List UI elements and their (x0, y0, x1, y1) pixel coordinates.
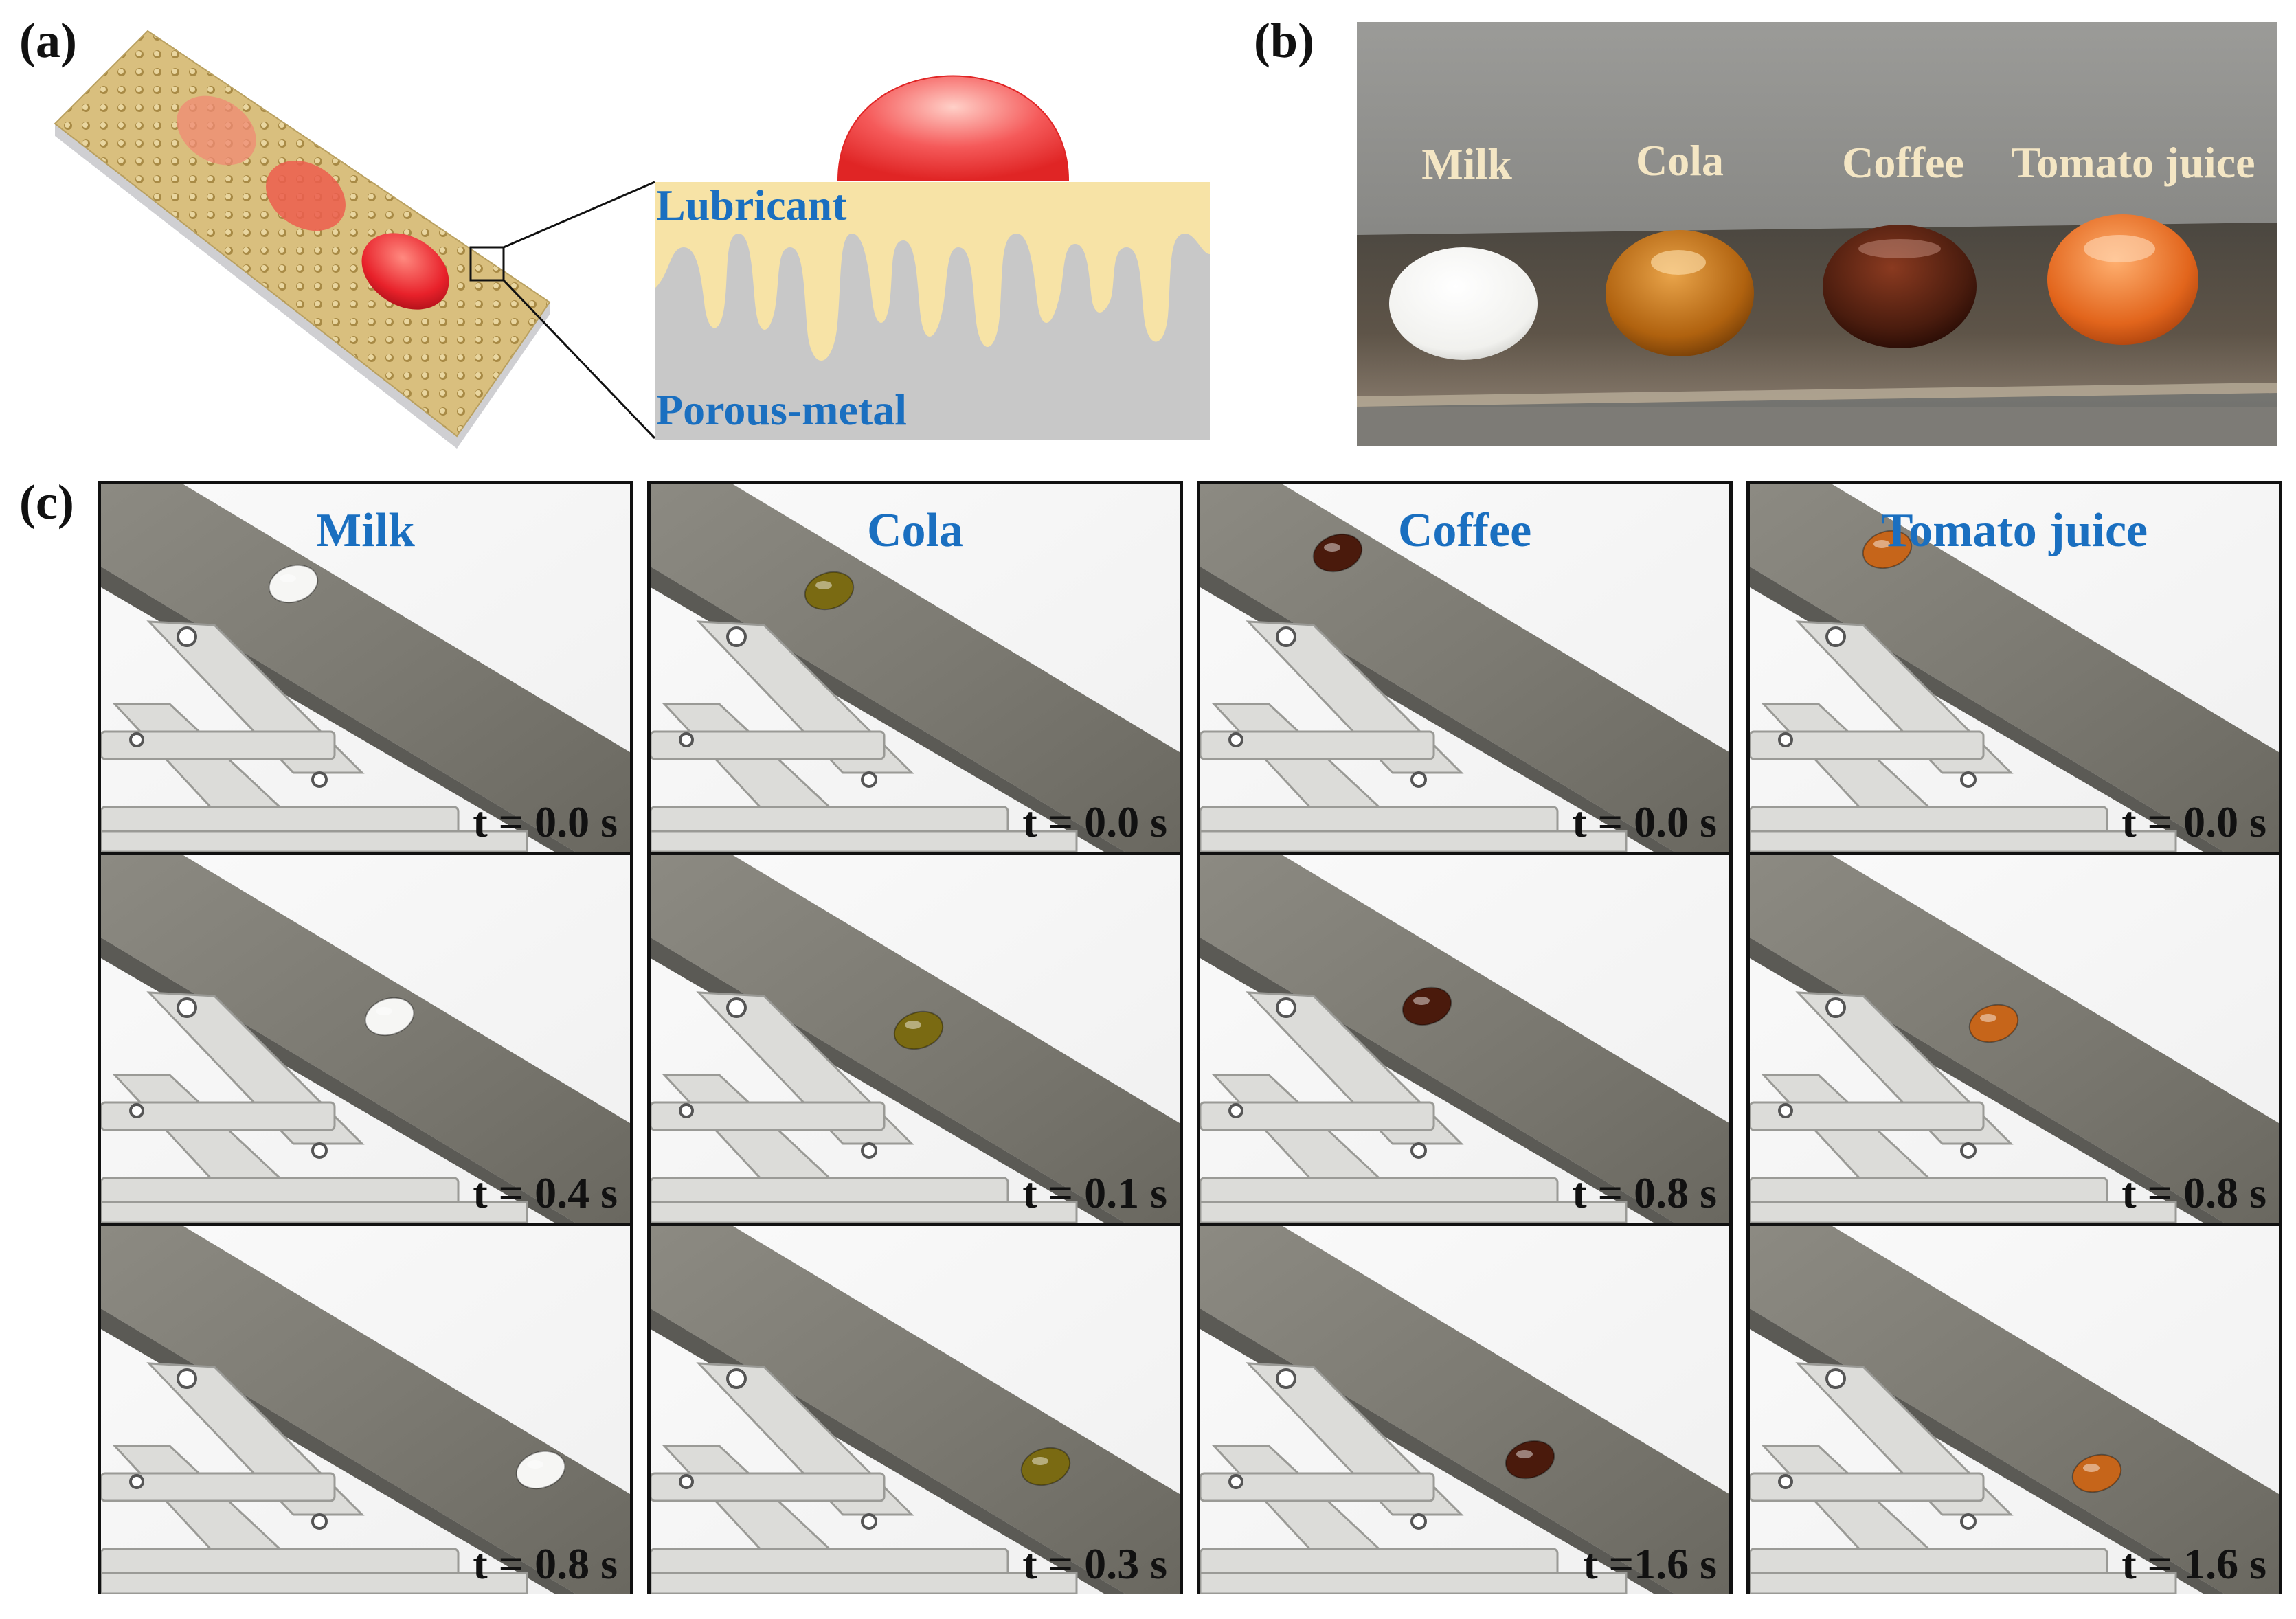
label-tomato-juice: Tomato juice (2011, 138, 2255, 187)
image-column-milk: Milk (98, 481, 633, 1594)
sliding-frame: t = 0.1 s (651, 855, 1180, 1223)
image-column-coffee: Coffee (1197, 481, 1733, 1594)
panel-label-a: (a) (19, 13, 77, 68)
zoom-line-bottom (502, 279, 656, 440)
time-label: t = 0.8 s (2121, 1168, 2266, 1217)
time-label: t = 0.0 s (1572, 797, 1717, 846)
time-label: t = 0.8 s (473, 1539, 618, 1588)
frame-divider (1200, 1223, 1729, 1226)
sliding-frame: t = 0.4 s (101, 855, 630, 1223)
droplet-coffee (1823, 225, 1977, 348)
time-label: t = 0.3 s (1022, 1539, 1167, 1588)
sliding-frame: t = 0.0 s (1750, 484, 2279, 852)
sliding-frame: t = 0.8 s (101, 1226, 630, 1594)
lubricant-label: Lubricant (656, 181, 847, 229)
column-title: Cola (867, 504, 963, 557)
sliding-frame: t = 0.0 s (651, 484, 1180, 852)
frame-divider (651, 852, 1180, 855)
time-label: t = 0.8 s (1572, 1168, 1717, 1217)
sliding-frame: t = 0.0 s (101, 484, 630, 852)
cross-section (655, 182, 1210, 440)
panel-label-c: (c) (19, 475, 74, 530)
zoom-line-top (503, 181, 655, 249)
panel-a-schematic: Lubricant Porous-metal (41, 27, 1223, 457)
time-label: t =1.6 s (1583, 1539, 1717, 1588)
column-title: Milk (316, 504, 415, 557)
label-milk: Milk (1421, 139, 1512, 188)
time-label: t = 0.0 s (473, 797, 618, 846)
time-label: t = 0.4 s (473, 1168, 618, 1217)
image-column-cola: Cola (647, 481, 1183, 1594)
label-coffee: Coffee (1842, 138, 1964, 187)
droplet-tomato (2047, 214, 2198, 345)
droplet-mid (266, 160, 346, 231)
frame-divider (1200, 852, 1729, 855)
droplet-cola (1606, 230, 1754, 356)
droplet-front (361, 233, 449, 310)
frame-divider (1750, 852, 2279, 855)
label-cola: Cola (1636, 136, 1724, 185)
droplet-milk (1389, 247, 1538, 360)
column-title: Tomato juice (1880, 504, 2148, 557)
panel-a-illustration (54, 30, 1210, 449)
sliding-frame: t =1.6 s (1200, 1226, 1729, 1594)
column-title: Coffee (1397, 504, 1532, 557)
sliding-frame: t = 1.6 s (1750, 1226, 2279, 1594)
time-label: t = 1.6 s (2121, 1539, 2266, 1588)
droplet-on-lubricant (837, 75, 1070, 181)
panel-b-scene (1357, 22, 2277, 446)
sliding-frame: t = 0.8 s (1200, 855, 1729, 1223)
sliding-frame: t = 0.0 s (1200, 484, 1729, 852)
time-label: t = 0.0 s (2121, 797, 2266, 846)
sliding-frame: t = 0.3 s (651, 1226, 1180, 1594)
panel-c-grid: Milk (98, 481, 2286, 1594)
zoom-box (469, 246, 505, 282)
glass-slide (1357, 223, 2277, 407)
panel-label-b: (b) (1254, 13, 1314, 68)
frame-divider (101, 1223, 630, 1226)
image-column-tomato-juice: Tomato juice (1746, 481, 2282, 1594)
sliding-frame: t = 0.8 s (1750, 855, 2279, 1223)
time-label: t = 0.1 s (1022, 1168, 1167, 1217)
time-label: t = 0.0 s (1022, 797, 1167, 846)
droplet-faded (177, 95, 256, 166)
porous-plate (54, 30, 551, 438)
panel-b-photo: Milk Cola Coffee Tomato juice (1357, 22, 2277, 446)
frame-divider (1750, 1223, 2279, 1226)
frame-divider (101, 852, 630, 855)
porous-metal-label: Porous-metal (656, 385, 907, 434)
frame-divider (651, 1223, 1180, 1226)
